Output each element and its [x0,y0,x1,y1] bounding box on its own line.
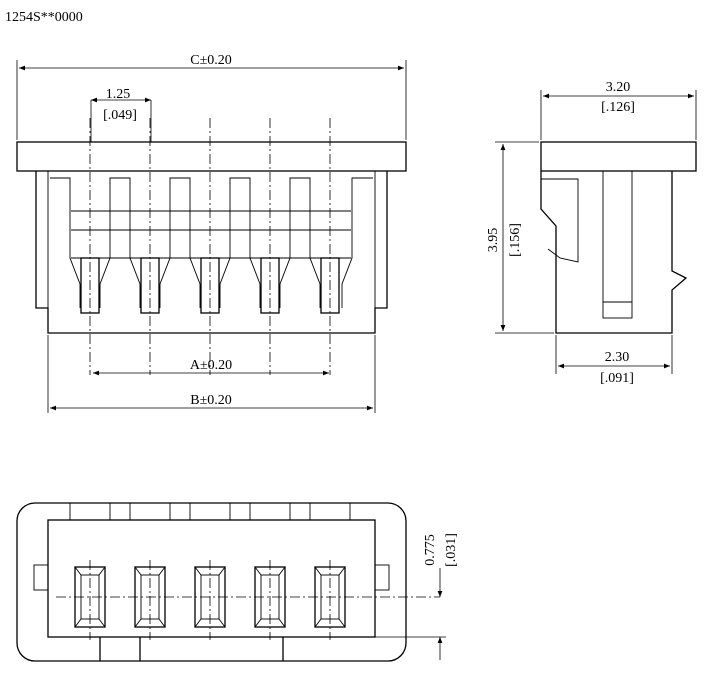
dim-depth-extension [555,335,673,374]
dim-c-extension [16,60,407,140]
dim-a-label: A±0.20 [190,358,232,373]
bottom-pins [74,560,346,640]
front-tab-strips [71,210,351,259]
dim-pitch-mm: 1.25 [106,87,131,102]
dim-height-in: [.156] [508,223,523,257]
bottom-pin-chamfer-5 [314,566,346,628]
bottom-slot-3 [189,502,231,521]
dim-offset-in: [.031] [444,533,459,567]
dim-offset-mm: 0.775 [423,534,438,566]
bottom-view: 0.775 [.031] [16,502,459,662]
bottom-pin-chamfer-2 [134,566,166,628]
front-wall-left [50,177,81,308]
front-wall-3 [219,177,261,308]
side-latch [541,178,579,263]
front-wall-1 [99,177,141,308]
front-wall-4 [279,177,321,308]
dim-height-extension [495,141,554,334]
side-top-cap [540,141,697,172]
dim-c-label: C±0.20 [190,53,232,68]
bottom-top-slots [69,502,351,521]
dim-depth-mm: 2.30 [605,350,630,365]
bottom-right-tab [374,564,390,591]
dim-width-mm: 3.20 [606,80,631,95]
front-wall-2 [159,177,201,308]
front-centerlines [89,100,331,375]
dim-b-extension [47,335,376,413]
bottom-left-tab [33,564,49,591]
dim-pitch-in: [.049] [103,108,137,123]
dim-width-extension [540,90,697,140]
front-top-cap [16,141,407,172]
bottom-keys [99,637,284,661]
side-view: 3.20 [.126] 3.95 [.156] 2.30 [.091] [486,80,697,386]
front-view: C±0.20 1.25 [.049] A±0.20 B±0.20 [16,53,407,413]
front-pieces [50,177,373,308]
bottom-inner-frame [47,519,376,638]
front-body-outline [35,171,388,334]
front-wall-right [341,177,373,308]
bottom-pin-chamfer-3 [194,566,226,628]
bottom-pin-chamfer-4 [254,566,286,628]
bottom-slot-2 [129,502,171,521]
dim-b-label: B±0.20 [190,393,232,408]
bottom-slot-1 [69,502,111,521]
bottom-slot-4 [249,502,291,521]
dim-width-in: [.126] [601,100,635,115]
part-number-title: 1254S**0000 [5,10,83,25]
side-contact-slot [602,170,633,319]
bottom-slot-5 [309,502,351,521]
dim-depth-in: [.091] [600,371,634,386]
bottom-pin-chamfer-1 [74,566,106,628]
side-body-outline [540,171,688,334]
dim-height-mm: 3.95 [486,228,501,253]
front-inner-walls [47,171,376,308]
